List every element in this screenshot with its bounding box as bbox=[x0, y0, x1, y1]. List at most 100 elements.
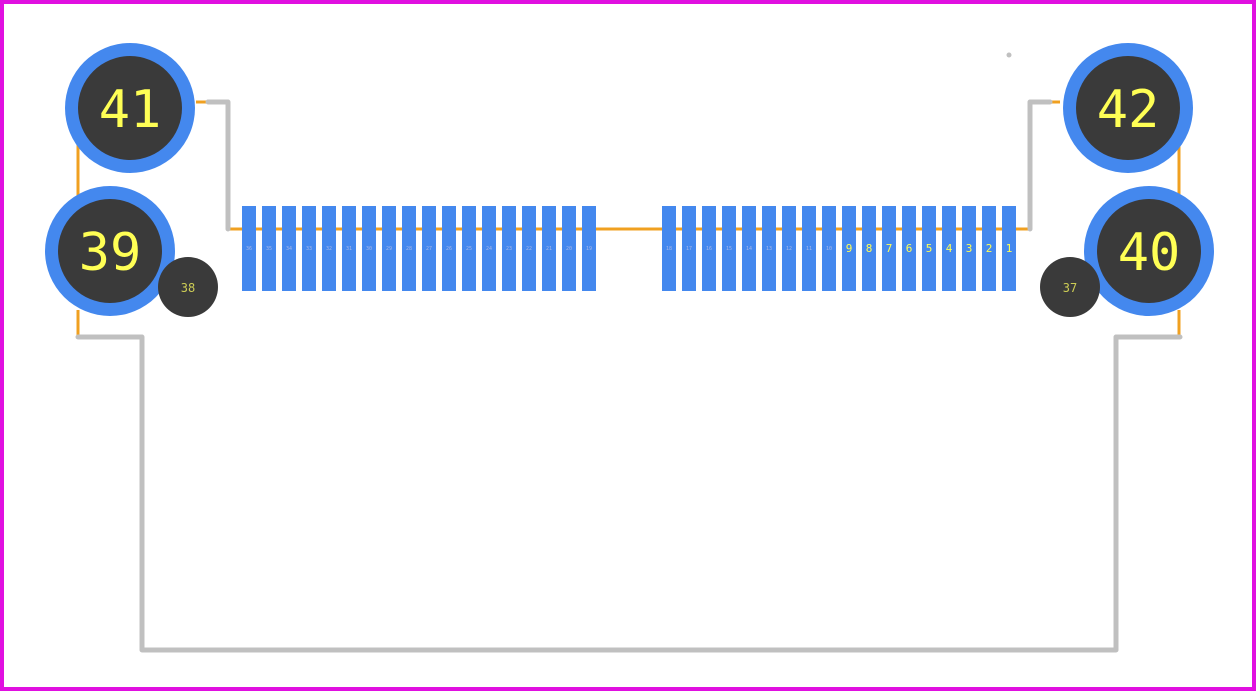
pad-label: 31 bbox=[346, 246, 352, 252]
pad-rect bbox=[762, 206, 776, 291]
pad-label: 6 bbox=[906, 242, 913, 255]
pad-rect bbox=[362, 206, 376, 291]
silkscreen-lines bbox=[75, 52, 1183, 653]
pad-12: 12 bbox=[782, 206, 796, 291]
pad-23: 23 bbox=[502, 206, 516, 291]
pad-label: 5 bbox=[926, 242, 933, 255]
pad-label: 14 bbox=[746, 246, 752, 252]
pad-rect bbox=[922, 206, 936, 291]
pad-24: 24 bbox=[482, 206, 496, 291]
pad-rect bbox=[702, 206, 716, 291]
pad-15: 15 bbox=[722, 206, 736, 291]
pad-19: 19 bbox=[582, 206, 596, 291]
mounting-pad-label: 41 bbox=[99, 80, 162, 140]
pad-label: 17 bbox=[686, 246, 692, 252]
mounting-pad-40: 40 bbox=[1084, 186, 1214, 316]
pad-label: 7 bbox=[886, 242, 893, 255]
pad-17: 17 bbox=[682, 206, 696, 291]
pad-28: 28 bbox=[402, 206, 416, 291]
pad-label: 3 bbox=[966, 242, 973, 255]
pad-label: 16 bbox=[706, 246, 712, 252]
pad-5: 5 bbox=[922, 206, 936, 291]
pad-label: 2 bbox=[986, 242, 993, 255]
pad-label: 36 bbox=[246, 246, 252, 252]
pad-26: 26 bbox=[442, 206, 456, 291]
pad-rect bbox=[402, 206, 416, 291]
pad-rect bbox=[342, 206, 356, 291]
pad-label: 13 bbox=[766, 246, 772, 252]
mounting-pad-39: 39 bbox=[45, 186, 175, 316]
hole-37: 37 bbox=[1040, 257, 1100, 317]
pad-11: 11 bbox=[802, 206, 816, 291]
pad-label: 35 bbox=[266, 246, 272, 252]
pad-rect bbox=[722, 206, 736, 291]
pad-10: 10 bbox=[822, 206, 836, 291]
pad-rect bbox=[662, 206, 676, 291]
pad-rect bbox=[382, 206, 396, 291]
pad-rect bbox=[682, 206, 696, 291]
pad-label: 29 bbox=[386, 246, 392, 252]
hole-label: 37 bbox=[1063, 281, 1077, 295]
mounting-pad-label: 40 bbox=[1118, 223, 1181, 283]
pad-8: 8 bbox=[862, 206, 876, 291]
pad-label: 32 bbox=[326, 246, 332, 252]
pad-rect bbox=[582, 206, 596, 291]
pad-33: 33 bbox=[302, 206, 316, 291]
pad-label: 8 bbox=[866, 242, 873, 255]
pad-2: 2 bbox=[982, 206, 996, 291]
pad-rect bbox=[982, 206, 996, 291]
pad-rect bbox=[942, 206, 956, 291]
hole-38: 38 bbox=[158, 257, 218, 317]
pad-rect bbox=[262, 206, 276, 291]
pad-18: 18 bbox=[662, 206, 676, 291]
pad-rect bbox=[482, 206, 496, 291]
pad-rect bbox=[542, 206, 556, 291]
pad-label: 20 bbox=[566, 246, 572, 252]
pad-label: 24 bbox=[486, 246, 492, 252]
pad-35: 35 bbox=[262, 206, 276, 291]
pad-30: 30 bbox=[362, 206, 376, 291]
pad-rect bbox=[522, 206, 536, 291]
pad-label: 27 bbox=[426, 246, 432, 252]
pad-label: 19 bbox=[586, 246, 592, 252]
pad-rect bbox=[442, 206, 456, 291]
pad-rect bbox=[842, 206, 856, 291]
pad-rect bbox=[822, 206, 836, 291]
pad-label: 18 bbox=[666, 246, 672, 252]
mounting-pad-label: 39 bbox=[79, 223, 142, 283]
pad-rect bbox=[242, 206, 256, 291]
pad-rect bbox=[802, 206, 816, 291]
pad-label: 9 bbox=[846, 242, 853, 255]
pad-label: 30 bbox=[366, 246, 372, 252]
pad-27: 27 bbox=[422, 206, 436, 291]
pad-label: 23 bbox=[506, 246, 512, 252]
pad-label: 34 bbox=[286, 246, 292, 252]
pad-21: 21 bbox=[542, 206, 556, 291]
pad-rect bbox=[502, 206, 516, 291]
pad-rect bbox=[302, 206, 316, 291]
pad-3: 3 bbox=[962, 206, 976, 291]
pad-16: 16 bbox=[702, 206, 716, 291]
pad-29: 29 bbox=[382, 206, 396, 291]
pad-rect bbox=[462, 206, 476, 291]
pad-label: 12 bbox=[786, 246, 792, 252]
pad-label: 10 bbox=[826, 246, 832, 252]
pad-22: 22 bbox=[522, 206, 536, 291]
mounting-pad-label: 42 bbox=[1097, 80, 1160, 140]
mounting-pad-41: 41 bbox=[65, 43, 195, 173]
pad-7: 7 bbox=[882, 206, 896, 291]
pad-label: 33 bbox=[306, 246, 312, 252]
pad-rect bbox=[282, 206, 296, 291]
pad-rect bbox=[562, 206, 576, 291]
pad-rect bbox=[422, 206, 436, 291]
pad-label: 25 bbox=[466, 246, 472, 252]
mounting-pad-42: 42 bbox=[1063, 43, 1193, 173]
pad-rect bbox=[322, 206, 336, 291]
pad-rect bbox=[962, 206, 976, 291]
pad-32: 32 bbox=[322, 206, 336, 291]
pad-label: 22 bbox=[526, 246, 532, 252]
pad-label: 4 bbox=[946, 242, 953, 255]
pad-label: 11 bbox=[806, 246, 812, 252]
pad-13: 13 bbox=[762, 206, 776, 291]
